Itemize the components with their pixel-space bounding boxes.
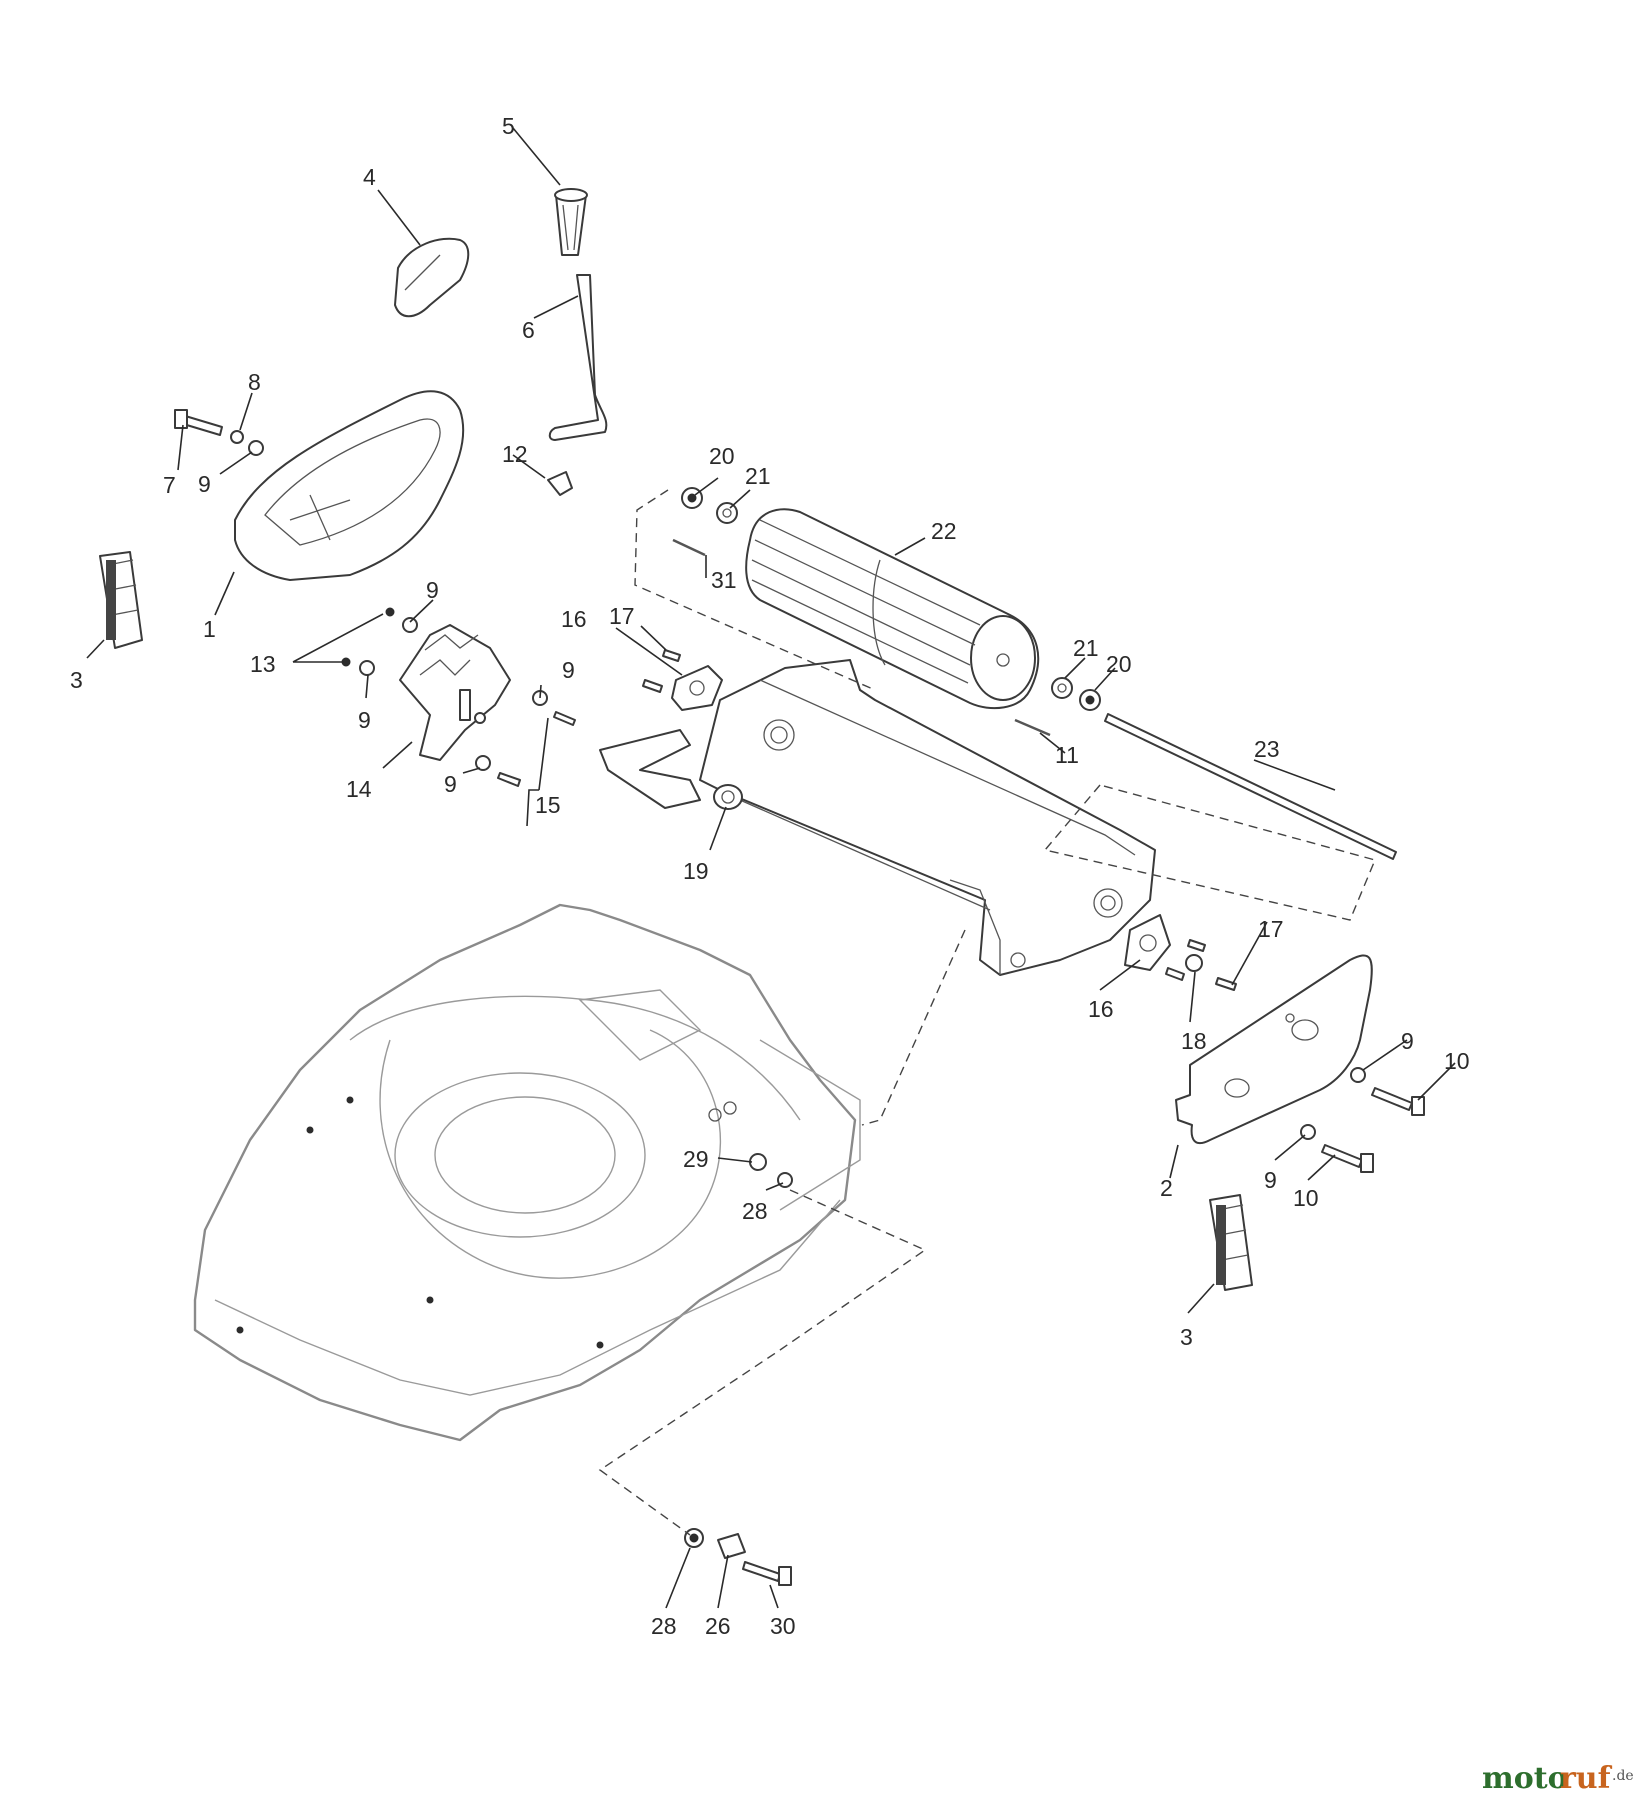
- part-12-clip: [547, 471, 573, 496]
- part-19-frame: [599, 659, 1156, 976]
- callout-3-right: 3: [1180, 1324, 1193, 1350]
- mower-deck: [193, 903, 861, 1442]
- part-13-screws: [341, 607, 418, 676]
- callout-5: 5: [502, 113, 515, 139]
- part-15-bolts: [475, 690, 576, 787]
- part-3-cap-right: [1209, 1194, 1253, 1291]
- part-26-spacer: [717, 1533, 746, 1559]
- callout-21-b: 21: [1073, 635, 1099, 661]
- callout-9-e: 9: [444, 771, 457, 797]
- callout-15: 15: [535, 792, 561, 818]
- callout-30: 30: [770, 1613, 796, 1639]
- callout-4: 4: [363, 164, 376, 190]
- part-21-bearing-b: [1051, 677, 1073, 699]
- part-3-cap-left: [99, 551, 143, 649]
- part-5-knob: [554, 188, 588, 256]
- part-29-nut: [749, 1153, 767, 1171]
- part-16-plate-a: [671, 665, 723, 711]
- callout-20-b: 20: [1106, 651, 1132, 677]
- callout-7: 7: [163, 472, 176, 498]
- part-7-bolt: [174, 409, 223, 436]
- part-14-bracket: [399, 624, 511, 761]
- callout-17-a: 17: [609, 603, 635, 629]
- part-9-washers-right: [1300, 1067, 1366, 1140]
- callout-6: 6: [522, 317, 535, 343]
- callout-14: 14: [346, 776, 372, 802]
- callout-9-a: 9: [198, 471, 211, 497]
- part-31-pin: [672, 538, 706, 557]
- part-1-left-cover: [234, 390, 465, 581]
- part-23-axle: [1104, 713, 1397, 860]
- part-11-pin: [1014, 718, 1051, 737]
- callout-23: 23: [1254, 736, 1280, 762]
- callout-16-b: 16: [1088, 996, 1114, 1022]
- callout-19: 19: [683, 858, 709, 884]
- callout-11: 11: [1055, 742, 1079, 768]
- callout-13: 13: [250, 651, 276, 677]
- callout-28-a: 28: [742, 1198, 768, 1224]
- leader-lines: [86, 127, 1456, 1609]
- part-21-bearing-a: [716, 502, 738, 524]
- callout-9-b: 9: [426, 577, 439, 603]
- callout-9-c: 9: [358, 707, 371, 733]
- part-8-washer: [230, 430, 244, 444]
- callout-12: 12: [502, 441, 528, 467]
- callout-31: 31: [711, 567, 737, 593]
- part-2-right-cover: [1175, 954, 1373, 1145]
- callout-1: 1: [203, 616, 216, 642]
- watermark-logo: moto ruf .de: [1482, 1761, 1634, 1796]
- part-4-clip: [394, 237, 470, 318]
- part-17-screws: [642, 649, 1237, 991]
- callout-21-a: 21: [745, 463, 771, 489]
- callout-labels: 1 2 3 3 4 5 6 7 8 9 9 9 9 9 9 9 10 10 11…: [70, 113, 1470, 1639]
- callout-9-g: 9: [1264, 1167, 1277, 1193]
- part-20-nut-a: [681, 487, 703, 509]
- callout-8: 8: [248, 369, 261, 395]
- watermark-suffix: .de: [1612, 1768, 1634, 1784]
- part-20-nut-b: [1079, 689, 1101, 711]
- callout-2: 2: [1160, 1175, 1173, 1201]
- callout-29: 29: [683, 1146, 709, 1172]
- callout-10-a: 10: [1444, 1048, 1470, 1074]
- callout-10-b: 10: [1293, 1185, 1319, 1211]
- callout-9-f: 9: [1401, 1028, 1414, 1054]
- callout-16-a: 16: [561, 606, 587, 632]
- part-10-bolts: [1321, 1087, 1425, 1173]
- part-30-bolt: [742, 1561, 792, 1586]
- callout-26: 26: [705, 1613, 731, 1639]
- assembly-lines: [598, 489, 1376, 1536]
- watermark-part1: moto: [1482, 1761, 1568, 1796]
- callout-22: 22: [931, 518, 957, 544]
- part-9-washer-a: [248, 440, 264, 456]
- callout-28-b: 28: [651, 1613, 677, 1639]
- callout-9-d: 9: [562, 657, 575, 683]
- part-22-roller: [745, 508, 1040, 710]
- part-6-rod: [548, 274, 608, 441]
- part-16-plate-b: [1124, 914, 1171, 971]
- callout-3-left: 3: [70, 667, 83, 693]
- callout-17-b: 17: [1258, 916, 1284, 942]
- callout-20-a: 20: [709, 443, 735, 469]
- part-28-washer-b: [684, 1528, 704, 1548]
- watermark-part2: ruf: [1560, 1761, 1613, 1796]
- part-18-washer: [1185, 954, 1203, 972]
- callout-18: 18: [1181, 1028, 1207, 1054]
